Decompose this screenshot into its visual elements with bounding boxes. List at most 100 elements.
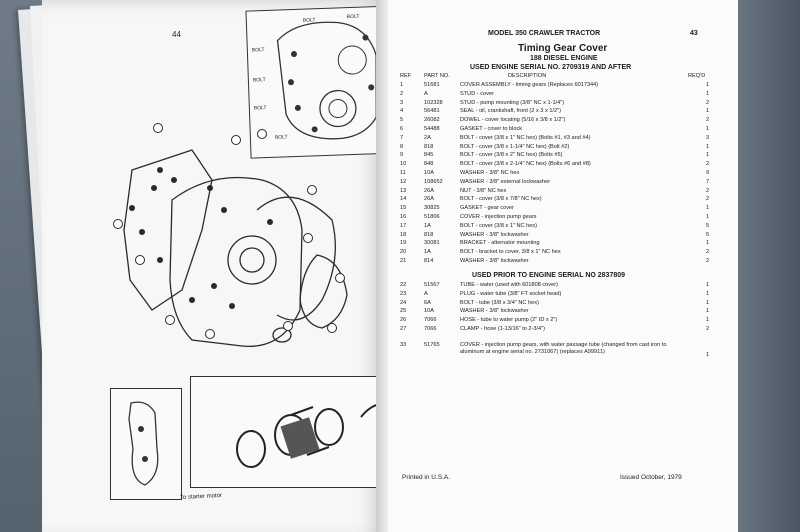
- row-desc: NUT - 3/8" NC hex: [460, 187, 507, 194]
- row-ref: 4: [400, 108, 404, 115]
- row-ref: 26: [400, 317, 407, 324]
- row-part: 7066: [424, 317, 437, 324]
- row-part: 6A: [424, 299, 431, 306]
- row-part: 818: [424, 231, 434, 238]
- row-qty: 1: [706, 299, 710, 306]
- right-page: MODEL 350 CRAWLER TRACTOR 43 Timing Gear…: [388, 0, 738, 532]
- row-desc: WASHER - 3/8" external lockwasher: [460, 178, 551, 185]
- row-desc: WASHER - 3/8" lockwasher: [460, 231, 529, 238]
- water-tube-inset: [110, 388, 182, 500]
- row-desc: WASHER - 3/8" lockwasher: [460, 258, 529, 264]
- row-qty: 1: [706, 126, 710, 132]
- row-part: 54488: [424, 126, 440, 132]
- row-part: 1A: [424, 249, 431, 256]
- row-qty: 2: [706, 161, 710, 168]
- row-desc: STUD - cover: [460, 90, 494, 97]
- footer-issued: Issued October, 1979: [620, 474, 682, 481]
- row-qty: 1: [706, 205, 710, 212]
- row-ref: 20: [400, 249, 407, 256]
- left-page-number: 44: [172, 30, 181, 39]
- row-desc: TUBE - water (used with 601808 cover): [460, 282, 558, 288]
- row-ref: 2: [400, 90, 404, 97]
- row-ref: 6: [400, 126, 404, 132]
- row-desc: PLUG - water tube (3/8" FT socket head): [460, 290, 562, 297]
- section2-heading: USED PRIOR TO ENGINE SERIAL NO 2837809: [472, 272, 626, 279]
- row-ref: 13: [400, 187, 407, 194]
- col-ref: REF: [400, 73, 412, 79]
- row-part: 845: [424, 152, 434, 159]
- table-surface: [730, 0, 800, 532]
- row-part: 102328: [424, 99, 443, 106]
- row-part: 7066: [424, 326, 437, 332]
- row-qty: 2: [706, 117, 710, 124]
- serial-note: USED ENGINE SERIAL NO. 2709319 AND AFTER: [470, 64, 632, 71]
- row-ref: 22: [400, 282, 407, 288]
- row-ref: 9: [400, 152, 404, 159]
- row-ref: 33: [400, 342, 407, 348]
- column-header-row: REF PART NO. DESCRIPTION REQ'D: [388, 73, 738, 83]
- row-desc: BOLT - cover (3/8 x 2-1/4" NC hex) (Bolt…: [460, 161, 591, 168]
- row-ref: 16: [400, 214, 407, 220]
- row-ref: 10: [400, 161, 407, 168]
- svg-text:BOLT: BOLT: [252, 47, 265, 53]
- row-ref: 18: [400, 231, 407, 238]
- row-desc: BOLT - cover (3/8 x 1" NC hex): [460, 222, 538, 229]
- row-part: 848: [424, 161, 434, 168]
- parts-row: 26 7066 HOSE - tube to water pump (2" ID x…: [388, 317, 738, 327]
- row-desc: BOLT - cover (3/8 x 1-1/4" NC hex) (Bolt…: [460, 143, 570, 150]
- row-part: A: [424, 290, 428, 297]
- row-desc: COVER - injection pump gears: [460, 214, 537, 220]
- row-qty: 7: [706, 178, 710, 185]
- row-desc: WASHER - 3/8" lockwasher: [460, 308, 529, 315]
- row-ref: 24: [400, 299, 407, 306]
- row-desc: GASKET - cover to block: [460, 126, 523, 132]
- row-ref: 21: [400, 258, 407, 264]
- row-ref: 27: [400, 326, 407, 332]
- row-ref: 7: [400, 134, 404, 141]
- engine-subtitle: 188 DIESEL ENGINE: [530, 55, 598, 62]
- row-qty: 1: [706, 82, 710, 88]
- svg-text:BOLT: BOLT: [303, 17, 316, 23]
- row-qty: 2: [706, 99, 710, 106]
- row-part: 26A: [424, 196, 434, 203]
- row-qty: 1: [706, 352, 710, 358]
- row-ref: 5: [400, 117, 404, 124]
- svg-text:BOLT: BOLT: [275, 134, 288, 140]
- row-part: 51567: [424, 282, 440, 288]
- footer-printed: Printed in U.S.A.: [402, 474, 451, 481]
- running-header: MODEL 350 CRAWLER TRACTOR: [488, 30, 601, 37]
- row-desc: BOLT - cover (3/8 x 7/8" NC hex): [460, 196, 542, 203]
- row-part: 30081: [424, 240, 440, 247]
- row-ref: 3: [400, 99, 404, 106]
- row-desc: BOLT - cover (3/8 x 2" NC hex) (Bolts #5…: [460, 152, 563, 159]
- row-qty: 2: [706, 326, 710, 332]
- row-part: 26A: [424, 187, 434, 194]
- row-qty: 1: [706, 214, 710, 220]
- row-desc: GASKET - gear cover: [460, 205, 514, 212]
- row-desc: DOWEL - cover locating (5/16 x 3/8 x 1/2…: [460, 117, 566, 124]
- col-description: DESCRIPTION: [508, 73, 547, 79]
- row-qty: 2: [706, 249, 710, 256]
- row-qty: 1: [706, 317, 710, 324]
- row-ref: 15: [400, 205, 407, 212]
- parts-row: 22 51567 TUBE - water (used with 601808 co…: [388, 282, 738, 292]
- row-desc: HOSE - tube to water pump (2" ID x 2"): [460, 317, 558, 324]
- row-desc: BOLT - bracket to cover, 3/8 x 1" NC hex: [460, 249, 561, 256]
- row-desc: COVER ASSEMBLY - timing gears (Replaces …: [460, 82, 599, 88]
- row-qty: 5: [706, 222, 710, 229]
